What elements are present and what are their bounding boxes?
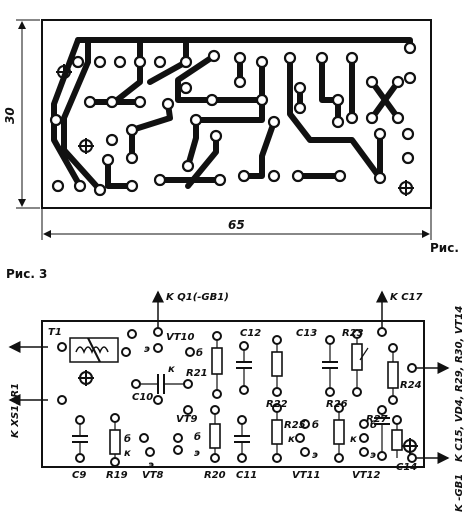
label-r26: R26 <box>326 399 348 410</box>
label-to-q1: K Q1(-GB1) <box>166 292 229 303</box>
copper-pads <box>49 41 417 197</box>
mounting-holes <box>56 64 414 196</box>
pin-b-vt11: б <box>312 419 319 431</box>
transformer-t1 <box>69 337 119 363</box>
label-vt11: VT11 <box>292 470 320 481</box>
label-vt12: VT12 <box>352 470 381 481</box>
pin-e-vt9: э <box>194 448 200 459</box>
label-to-gb1: K -GB1 <box>454 474 465 512</box>
pin-e-vt11: э <box>312 450 318 461</box>
label-r20: R20 <box>204 470 226 481</box>
label-r27: R27 <box>366 414 388 425</box>
pin-k-vt11: к <box>288 434 295 445</box>
pin-e-vt12: э <box>370 450 376 461</box>
bottom-board: K Q1(-GB1) K C17 K XS1, R1 K C15, VD4, R… <box>8 290 465 512</box>
dimension-lines <box>16 19 432 240</box>
label-to-xs1: K XS1, R1 <box>10 383 21 438</box>
caption-right: Рис. <box>430 241 459 255</box>
label-r22: R22 <box>266 399 288 410</box>
board-outline-2 <box>41 320 425 468</box>
label-vt10: VT10 <box>166 332 195 343</box>
pin-k-vt8: к <box>124 448 131 459</box>
mounting-holes-2 <box>78 370 418 454</box>
label-c12: C12 <box>240 328 261 339</box>
top-board: 65 30 <box>3 19 432 240</box>
label-c11: C11 <box>236 470 257 481</box>
pin-b-vt12: б <box>370 419 377 431</box>
pin-b-vt10: б <box>196 347 203 359</box>
label-vt8: VT8 <box>142 470 164 481</box>
height-dimension: 30 <box>3 107 17 124</box>
label-r23: R23 <box>342 328 364 339</box>
label-c10: C10 <box>132 392 153 403</box>
label-r24: R24 <box>400 380 422 391</box>
label-r25: R25 <box>284 420 306 431</box>
pin-k-vt10: к <box>168 364 175 375</box>
pin-b-vt9: б <box>194 431 201 443</box>
pin-b-vt8: б <box>124 433 131 445</box>
board-outline <box>41 19 432 209</box>
label-to-c15: K C15, VD4, R29, R30, VT14 <box>454 306 465 462</box>
label-vt9: VT9 <box>176 414 198 425</box>
solder-pads <box>57 327 417 467</box>
pin-k-vt12: к <box>350 434 357 445</box>
width-dimension: 65 <box>228 218 245 232</box>
connection-arrows <box>8 290 450 464</box>
caption-figure-3: Рис. 3 <box>6 267 47 281</box>
label-t1: T1 <box>48 327 62 338</box>
label-to-c17: K C17 <box>390 292 423 303</box>
pin-e-vt8: э <box>148 460 154 471</box>
label-r21: R21 <box>186 368 208 379</box>
label-c14: C14 <box>396 462 417 473</box>
label-c9: C9 <box>72 470 86 481</box>
label-c13: C13 <box>296 328 317 339</box>
label-r19: R19 <box>106 470 128 481</box>
pin-e-vt10: э <box>144 344 150 355</box>
